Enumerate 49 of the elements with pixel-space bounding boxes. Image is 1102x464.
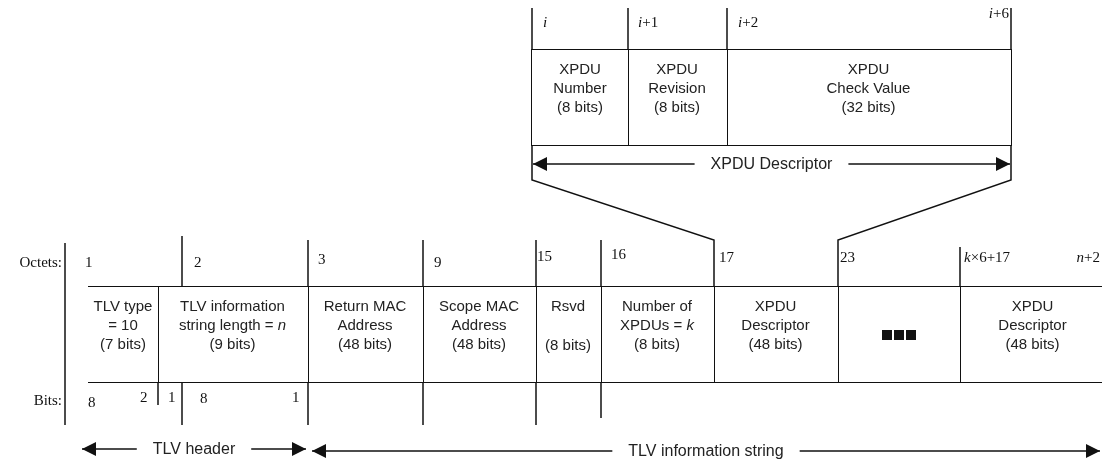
bit-number: 8 bbox=[88, 393, 96, 411]
field-label: TLV type = 10 (7 bits) bbox=[92, 296, 154, 354]
octet-number: 15 bbox=[537, 247, 552, 265]
field-cell bbox=[307, 286, 424, 383]
field-label: XPDU Descriptor (48 bits) bbox=[997, 296, 1068, 354]
expansion-line bbox=[531, 144, 715, 288]
dimension-label: XPDU Descriptor bbox=[708, 155, 835, 173]
field-cell bbox=[600, 286, 715, 383]
offset-label: i+2 bbox=[738, 13, 759, 31]
row-label: Octets: bbox=[19, 253, 62, 271]
field-label: XPDU Descriptor (48 bits) bbox=[740, 296, 811, 354]
field-label: Return MAC Address (48 bits) bbox=[322, 296, 408, 354]
row-label: Bits: bbox=[33, 391, 62, 409]
octet-number: k×6+17 bbox=[964, 248, 1011, 266]
field-label: Number of XPDUs = k (8 bits) bbox=[619, 296, 696, 354]
field-label: (8 bits) bbox=[544, 335, 592, 355]
octet-number: n+2 bbox=[1076, 248, 1100, 266]
octet-number: 23 bbox=[840, 248, 855, 266]
field-label: Rsvd bbox=[549, 296, 587, 316]
field-cell bbox=[157, 286, 309, 383]
field-cell bbox=[726, 49, 1012, 146]
field-label: Scope MAC Address (48 bits) bbox=[437, 296, 520, 354]
octet-number: 3 bbox=[318, 250, 326, 268]
field-label: XPDU Check Value (32 bits) bbox=[825, 59, 912, 117]
offset-label: i bbox=[543, 13, 548, 31]
bit-number: 8 bbox=[200, 389, 208, 407]
field-label: XPDU Number (8 bits) bbox=[552, 59, 608, 117]
field-label: TLV information string length = n (9 bits) bbox=[177, 296, 288, 354]
field-cell bbox=[535, 286, 602, 383]
field-cell bbox=[88, 286, 159, 383]
field-cell bbox=[531, 49, 629, 146]
octet-number: 17 bbox=[719, 248, 734, 266]
bit-number: 1 bbox=[292, 388, 300, 406]
field-label: XPDU Revision (8 bits) bbox=[647, 59, 707, 117]
octet-number: 16 bbox=[611, 245, 626, 263]
dimension-label: TLV information string bbox=[626, 442, 786, 460]
octet-number: 2 bbox=[194, 253, 202, 271]
field-cell bbox=[422, 286, 537, 383]
field-cell bbox=[627, 49, 728, 146]
octet-number: 9 bbox=[434, 253, 442, 271]
field-cell bbox=[713, 286, 839, 383]
bit-number: 1 bbox=[168, 388, 176, 406]
field-cell bbox=[837, 286, 961, 383]
offset-label: i+6 bbox=[988, 4, 1009, 22]
octet-number: 1 bbox=[85, 253, 93, 271]
bit-number: 2 bbox=[140, 388, 148, 406]
expansion-line bbox=[837, 144, 1012, 288]
field-cell bbox=[959, 286, 1102, 383]
offset-label: i+1 bbox=[638, 13, 659, 31]
